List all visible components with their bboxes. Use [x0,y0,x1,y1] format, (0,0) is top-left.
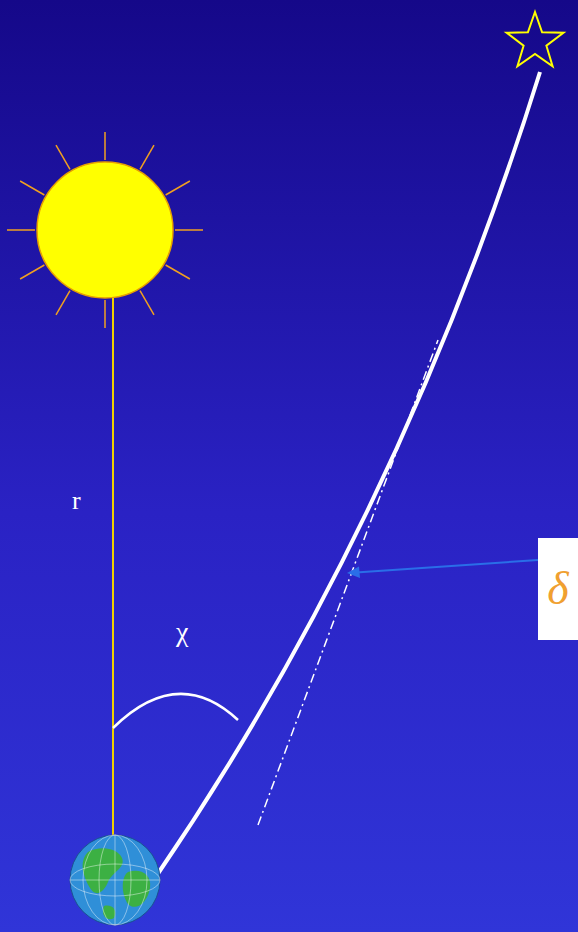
leader-line [356,560,538,573]
sun-rays [7,132,203,328]
symbol-callout-box: δ [538,538,578,640]
sun [37,162,173,298]
star [507,12,564,66]
radius-line [112,298,114,842]
distance-label: r [72,488,81,514]
symbol-label: δ [547,566,568,612]
angle-arc [113,694,238,728]
leader-arrowhead [347,567,360,579]
light-path [155,72,540,878]
angle-label: χ [176,618,188,646]
earth [70,835,160,925]
